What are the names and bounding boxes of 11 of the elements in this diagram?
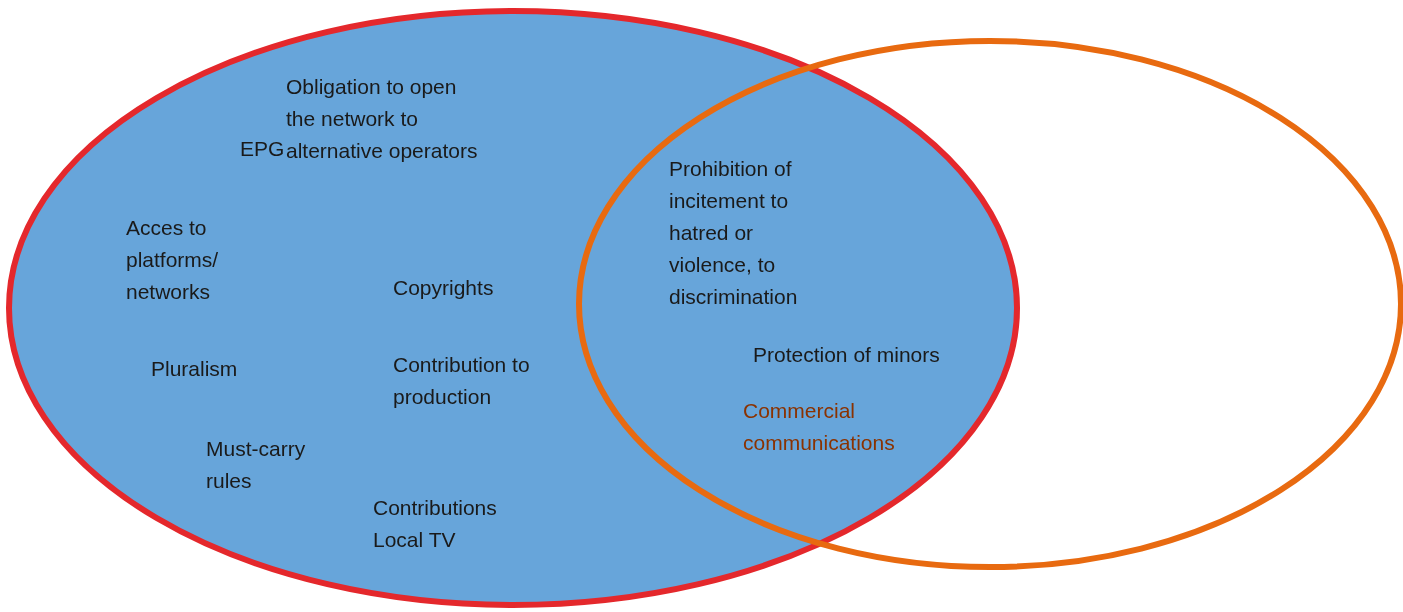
set-item-label: Commercial communications [743, 398, 896, 456]
set-item-label: Obligation to open the network to alternative operators [286, 74, 479, 164]
set-item-label: Protection of minors [753, 342, 941, 368]
set-item-label: Acces to platforms/ networks [126, 215, 220, 305]
set-item-label: EPG [240, 136, 286, 162]
set-item-label: Contribution to production [393, 352, 531, 410]
set-item-label: Must-carry rules [206, 436, 307, 494]
set-item-label: Pluralism [151, 356, 239, 382]
set-item-label: Copyrights [393, 275, 495, 301]
set-item-label: Prohibition of incitement to hatred or violence, to discrimination [669, 156, 799, 310]
set-item-label: Contributions Local TV [373, 495, 498, 553]
